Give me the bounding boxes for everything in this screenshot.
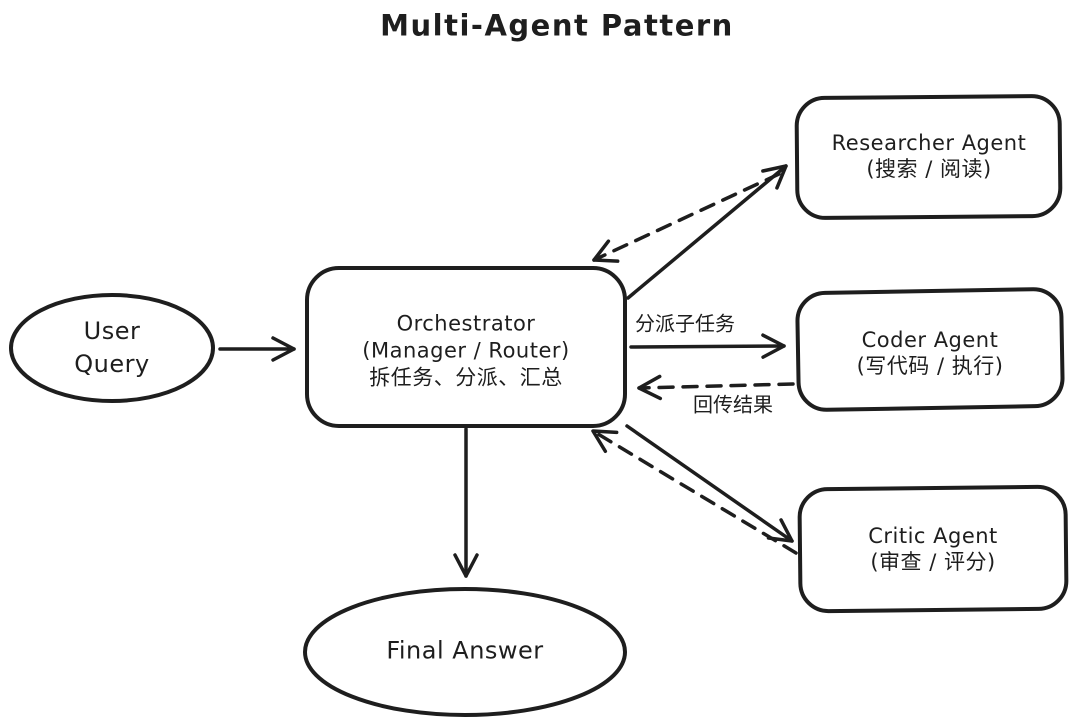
edge-label-dispatch-subtask: 分派子任务	[635, 311, 735, 336]
diagram-title: Multi-Agent Pattern	[380, 8, 734, 43]
coder-line2: (写代码 / 执行)	[856, 354, 1004, 378]
node-final-answer-label: Final Answer	[386, 635, 543, 668]
node-coder-agent-shape	[795, 287, 1065, 412]
edge-orchestrator-to-researcher	[626, 164, 788, 300]
node-researcher-agent-label: Researcher Agent (搜索 / 阅读)	[832, 130, 1027, 182]
user-query-line1: User	[83, 317, 141, 345]
researcher-line1: Researcher Agent	[831, 131, 1027, 155]
node-critic-agent-shape	[797, 484, 1069, 614]
coder-line1: Coder Agent	[861, 328, 999, 352]
edge-orchestrator-to-coder	[629, 333, 786, 359]
researcher-line2: (搜索 / 阅读)	[866, 157, 992, 181]
node-critic-agent-label: Critic Agent (审查 / 评分)	[868, 523, 998, 575]
node-orchestrator-shape	[305, 266, 627, 428]
orchestrator-line3: 拆任务、分派、汇总	[369, 365, 563, 390]
edge-critic-to-orchestrator-return	[591, 429, 798, 555]
critic-line1: Critic Agent	[868, 524, 998, 548]
edge-label-return-result: 回传结果	[693, 392, 773, 417]
critic-line2: (审查 / 评分)	[870, 550, 996, 574]
orchestrator-line1: Orchestrator	[396, 311, 536, 336]
edge-coder-to-orchestrator-return	[637, 374, 795, 401]
final-answer-line1: Final Answer	[386, 636, 544, 665]
node-final-answer-shape	[303, 587, 627, 717]
node-coder-agent-label: Coder Agent (写代码 / 执行)	[857, 327, 1004, 379]
edge-orchestrator-to-critic	[625, 424, 794, 543]
orchestrator-line2: (Manager / Router)	[362, 338, 570, 363]
node-orchestrator-label: Orchestrator (Manager / Router) 拆任务、分派、汇…	[362, 311, 569, 392]
node-user-query-shape	[9, 293, 215, 403]
node-researcher-agent-shape	[794, 94, 1063, 220]
edge-researcher-to-orchestrator-return	[592, 172, 781, 263]
node-user-query-label: User Query	[74, 315, 149, 381]
user-query-line2: Query	[74, 350, 150, 378]
